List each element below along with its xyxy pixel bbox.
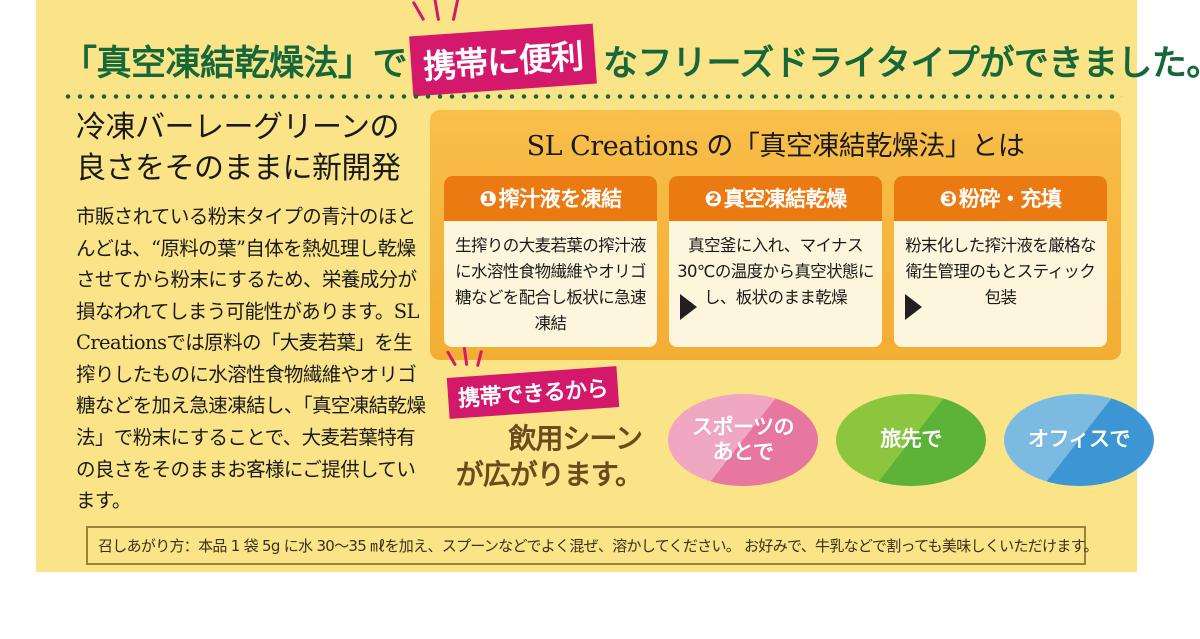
process-step-header: ❷真空凍結乾燥 [669,176,882,221]
process-panel: SL Creations の「真空凍結乾燥法」とは ❶搾汁液を凍結 生搾りの大麦… [430,110,1121,360]
process-step: ❶搾汁液を凍結 生搾りの大麦若葉の搾汁液に水溶性食物繊維やオリゴ糖などを配合し板… [444,176,657,348]
arrow-right-icon [680,294,697,320]
left-column: 冷凍バーレーグリーンの 良さをそのままに新開発 市販されている粉末タイプの青汁の… [76,108,426,517]
process-step: ❸粉砕・充填 粉末化した搾汁液を厳格な衛生管理のもとスティック包装 [894,176,1107,348]
process-step-body: 粉末化した搾汁液を厳格な衛生管理のもとスティック包装 [905,236,1096,308]
process-step-body: 真空釜に入れ、マイナス30℃の温度から真空状態にし、板状のまま乾燥 [677,236,874,308]
accent-stroke-icon [411,0,426,22]
scene-bubble-label: スポーツのあとで [691,414,795,465]
serving-instructions: 召しあがり方：本品 1 袋 5g に水 30〜35 ㎖を加え、スプーンなどでよく… [86,526,1098,565]
portable-badge-wrap: 携帯できるから [445,346,620,419]
header-trail-text: なフリーズドライタイプができました。 [603,43,1200,84]
yellow-background-panel: 「真空凍結乾燥法」で 携帯に便利 なフリーズドライタイプができました。 冷凍バー… [36,0,1200,572]
arrow-right-icon [905,294,922,320]
scene-bubble-label: オフィスで [1027,427,1131,452]
portable-subtitle: 飲用シーン が広がります。 [416,421,646,493]
step-number-icon: ❷ [704,187,722,211]
process-step-title: 搾汁液を凍結 [498,187,623,211]
process-step-title: 真空凍結乾燥 [723,187,848,211]
process-steps: ❶搾汁液を凍結 生搾りの大麦若葉の搾汁液に水溶性食物繊維やオリゴ糖などを配合し板… [444,176,1107,348]
portable-callout: 携帯できるから 飲用シーン が広がります。 [416,346,646,493]
left-heading-line1: 冷凍バーレーグリーンの [76,110,400,145]
dotted-divider [62,94,1122,99]
scene-bubble-label: 旅先で [880,427,942,452]
left-heading: 冷凍バーレーグリーンの 良さをそのままに新開発 [76,108,426,189]
scene-bubble-line1: スポーツの [691,414,795,439]
left-body-text: 市販されている粉末タイプの青汁のほとんどは、“原料の葉”自体を熱処理し乾燥させて… [76,201,426,517]
scene-bubble-office: オフィスで [1004,394,1154,486]
process-step-body: 生搾りの大麦若葉の搾汁液に水溶性食物繊維やオリゴ糖などを配合し板状に急速凍結 [455,236,646,334]
accent-stroke-icon [451,0,460,22]
left-body-paragraph: 市販されている粉末タイプの青汁のほとんどは、“原料の葉”自体を熱処理し乾燥させて… [76,205,426,513]
header-lead-text: 「真空凍結乾燥法」で [62,43,408,84]
portable-subtitle-line1: 飲用シーン [508,422,643,455]
scene-bubble-line2: あとで [712,440,774,464]
step-number-icon: ❸ [939,187,958,211]
process-step: ❷真空凍結乾燥 真空釜に入れ、マイナス30℃の温度から真空状態にし、板状のまま乾… [669,176,882,348]
scene-bubble-sports: スポーツのあとで [668,394,818,486]
header-badge: 携帯に便利 [409,23,597,97]
step-number-icon: ❶ [479,187,497,211]
process-step-title: 粉砕・充填 [958,187,1062,211]
left-heading-line2: 良さをそのままに新開発 [76,150,401,186]
scenes-section: 携帯できるから 飲用シーン が広がります。 スポーツのあとで 旅先で オフィスで [416,346,1154,512]
header-text-line: 「真空凍結乾燥法」で 携帯に便利 なフリーズドライタイプができました。 [62,0,1200,97]
accent-stroke-icon [432,0,441,22]
process-step-header: ❶搾汁液を凍結 [444,176,657,221]
process-title: SL Creations の「真空凍結乾燥法」とは [526,131,1025,162]
portable-badge: 携帯できるから [446,366,620,419]
process-step-header: ❸粉砕・充填 [894,176,1107,221]
scene-bubble-travel: 旅先で [836,394,986,486]
header-banner: 「真空凍結乾燥法」で 携帯に便利 なフリーズドライタイプができました。 [36,0,1200,99]
scene-bubbles: スポーツのあとで 旅先で オフィスで [668,394,1154,486]
portable-subtitle-line2: が広がります。 [455,457,643,491]
header-badge-wrap: 携帯に便利 [409,0,597,97]
